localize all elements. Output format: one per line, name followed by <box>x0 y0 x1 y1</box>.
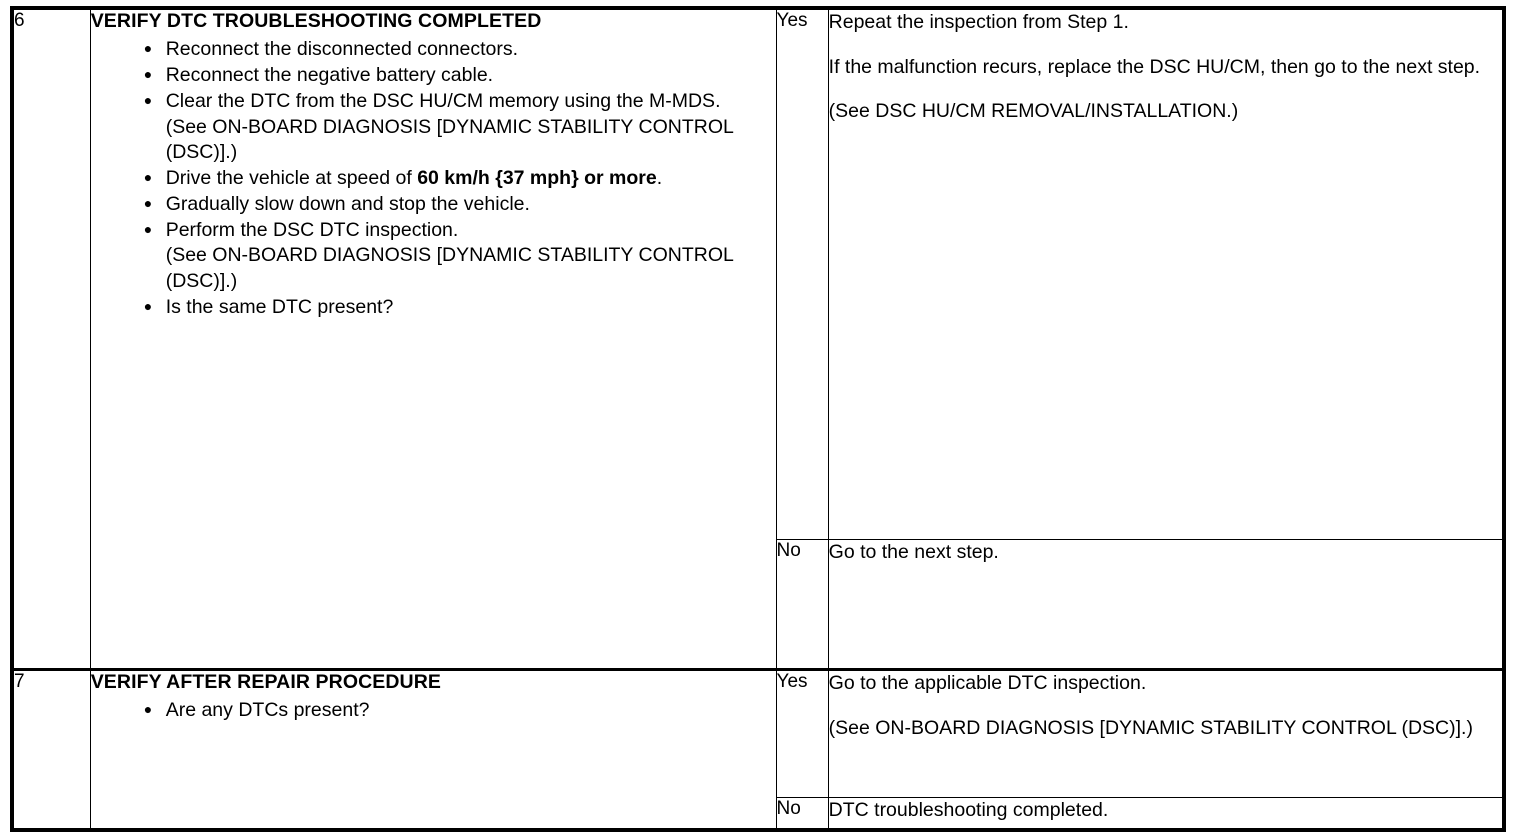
outcome-result-cell-7-no: DTC troubleshooting completed. <box>827 797 1505 831</box>
result-paragraph: Go to the next step. <box>828 541 999 563</box>
list-item: Perform the DSC DTC inspection. <box>91 217 776 244</box>
outcome-label-no: No <box>776 540 801 561</box>
item-text-suffix: . <box>656 167 663 190</box>
table-row-step-7: 7 VERIFY AFTER REPAIR PROCEDURE Are any … <box>11 668 1505 831</box>
list-item-note: (See ON-BOARD DIAGNOSIS [DYNAMIC STABILI… <box>165 115 734 164</box>
step-number-7: 7 <box>14 671 25 692</box>
result-paragraph: DTC troubleshooting completed. <box>828 799 1109 821</box>
step-title-7: VERIFY AFTER REPAIR PROCEDURE <box>90 671 442 693</box>
list-item: Reconnect the disconnected connectors. <box>91 36 776 63</box>
item-text-bold: 60 km/h {37 mph} or more <box>417 167 657 190</box>
step-action-cell-6: VERIFY DTC TROUBLESHOOTING COMPLETED Rec… <box>89 8 777 670</box>
outcome-label-cell-6-no: No <box>775 539 829 670</box>
result-paragraph: Go to the applicable DTC inspection. <box>828 672 1147 694</box>
list-item: Drive the vehicle at speed of 60 km/h {3… <box>91 165 776 192</box>
step-number-cell-6: 6 <box>11 8 91 670</box>
list-item: Is the same DTC present? <box>91 294 776 321</box>
step-item-list-7: Are any DTCs present? <box>91 697 776 724</box>
step-number-6: 6 <box>14 10 25 31</box>
result-paragraph: (See DSC HU/CM REMOVAL/INSTALLATION.) <box>828 100 1239 123</box>
list-item-note: (See ON-BOARD DIAGNOSIS [DYNAMIC STABILI… <box>165 244 734 292</box>
result-paragraph: (See ON-BOARD DIAGNOSIS [DYNAMIC STABILI… <box>828 716 1473 739</box>
table-row-step-7-no: No DTC troubleshooting completed. <box>12 797 1505 831</box>
item-text-prefix: Drive the vehicle at speed of <box>165 167 418 190</box>
outcome-label-yes: Yes <box>776 671 808 692</box>
step-title-6: VERIFY DTC TROUBLESHOOTING COMPLETED <box>90 10 542 32</box>
outcome-label-yes: Yes <box>776 10 808 31</box>
outcome-result-cell-6-no: Go to the next step. <box>827 539 1505 670</box>
outcome-label-cell-6-yes: Yes <box>775 8 829 540</box>
outcome-label-cell-7-yes: Yes <box>775 668 829 798</box>
outcome-result-cell-7-yes: Go to the applicable DTC inspection. (Se… <box>827 668 1505 798</box>
troubleshooting-table: 6 VERIFY DTC TROUBLESHOOTING COMPLETED R… <box>10 6 1506 832</box>
step-number-cell-7: 7 <box>11 668 91 831</box>
outcome-label-no: No <box>776 798 801 819</box>
step-action-cell-7: VERIFY AFTER REPAIR PROCEDURE Are any DT… <box>89 668 777 831</box>
list-item: Are any DTCs present? <box>91 697 776 724</box>
result-paragraph: If the malfunction recurs, replace the D… <box>828 55 1481 78</box>
outcome-label-cell-7-no: No <box>775 797 829 831</box>
table-row-step-6-no: No Go to the next step. <box>12 539 1505 670</box>
list-item: Clear the DTC from the DSC HU/CM memory … <box>91 88 776 115</box>
step-item-list-6: Reconnect the disconnected connectors. R… <box>91 36 776 321</box>
list-item: Reconnect the negative battery cable. <box>91 62 776 89</box>
table-row-step-6: 6 VERIFY DTC TROUBLESHOOTING COMPLETED R… <box>11 8 1505 670</box>
outcome-result-cell-6-yes: Repeat the inspection from Step 1. If th… <box>827 8 1505 540</box>
list-item: Gradually slow down and stop the vehicle… <box>91 191 776 218</box>
result-paragraph: Repeat the inspection from Step 1. <box>828 11 1129 33</box>
